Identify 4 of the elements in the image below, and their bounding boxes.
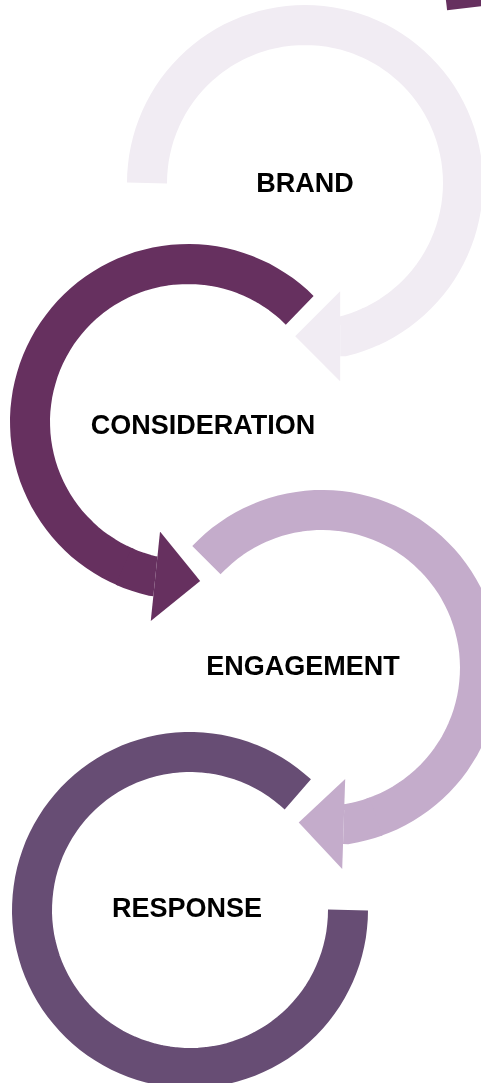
stage-label: BRAND bbox=[256, 167, 354, 199]
stage-label: RESPONSE bbox=[112, 892, 262, 924]
stage-label: ENGAGEMENT bbox=[206, 650, 400, 682]
stage-label: CONSIDERATION bbox=[90, 409, 316, 441]
